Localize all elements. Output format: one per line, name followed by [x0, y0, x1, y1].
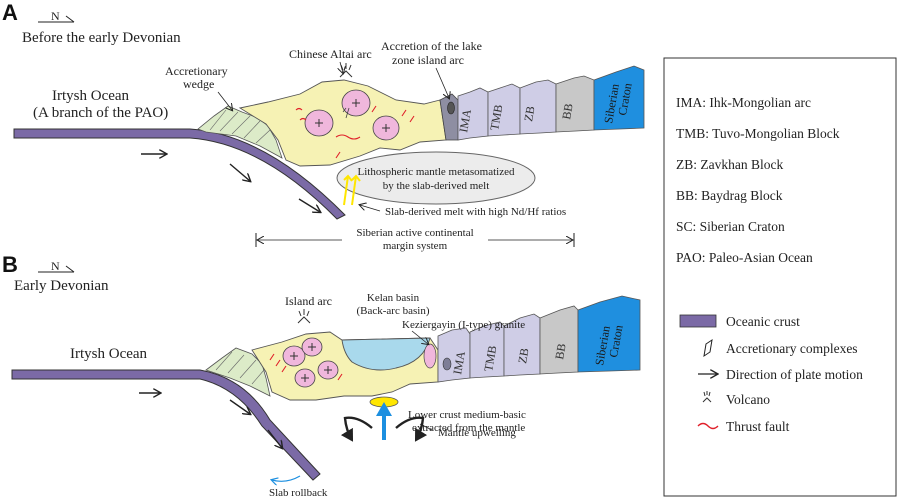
north-arrow-icon-b: N: [38, 259, 75, 273]
chinese-altai-arc-label: Chinese Altai arc: [289, 47, 372, 61]
siberian-craton-b: [577, 295, 641, 373]
accretion-leader-arrow: [435, 67, 449, 98]
legend-abbr-ima: IMA: Ihk-Mongolian arc: [676, 95, 811, 110]
upwelling-leader-line: [419, 423, 433, 431]
margin-label-1: Siberian active continental: [356, 227, 473, 239]
legend-abbr-zb: ZB: Zavkhan Block: [676, 157, 783, 172]
wedge-thrust-lines-b: [215, 351, 265, 385]
legend: IMA: Ihk-Mongolian arc TMB: Tuvo-Mongoli…: [663, 57, 897, 497]
plate-motion-arrow-a3: [298, 198, 320, 212]
volcano-icon-b: [297, 309, 311, 324]
panel-a-letter: A: [2, 0, 18, 25]
melt-leader-arrow: [360, 205, 381, 212]
oceanic-crust-slab-b: [11, 369, 321, 481]
north-label-b: N: [51, 259, 60, 273]
upwelling-arrow-icon: [376, 402, 392, 416]
panel-b: B N Early Devonian Irtysh Ocean: [2, 252, 641, 499]
plate-motion-arrow-b3: [267, 429, 282, 448]
oceanic-crust-swatch: [679, 314, 717, 328]
ima-label-b: IMA: [450, 350, 468, 376]
margin-label-2: margin system: [383, 240, 448, 252]
accretionary-complex-icon-b: [442, 357, 452, 371]
panel-a-title: Before the early Devonian: [22, 30, 181, 46]
slab-melt-arrows-icon: [343, 174, 361, 206]
slab-rollback-arrow-icon: [272, 475, 301, 481]
mantle-convection-left-icon: [340, 416, 373, 442]
mantle-convection-right-icon: [395, 416, 428, 442]
ellipse-label-1: Lithospheric mantle metasomatized: [357, 166, 515, 178]
pluton-plus-signs-b: [290, 343, 332, 382]
thrust-fault-icon: [697, 422, 719, 430]
keziergayin-granite-body: [423, 343, 437, 369]
granite-leader-arrow: [411, 330, 428, 344]
legend-plate-motion: Direction of plate motion: [726, 367, 863, 382]
island-arc-label: Island arc: [285, 294, 332, 308]
arc-leader-arrow: [340, 61, 343, 73]
arc-body-a: [238, 79, 447, 167]
kelan-basin-label-1: Kelan basin: [367, 292, 420, 304]
craton-label-a-1: Siberian: [601, 83, 622, 125]
wedge-leader-arrow: [217, 91, 232, 110]
panel-b-letter: B: [2, 252, 18, 277]
irtysh-ocean-sublabel: (A branch of the PAO): [33, 105, 168, 121]
craton-label-b-2: Craton: [606, 324, 625, 359]
granite-label: Keziergayin (I-type) granite: [402, 319, 525, 331]
irtysh-ocean-label: Irtysh Ocean: [52, 88, 130, 104]
volcano-icon: [702, 391, 712, 403]
north-arrow-icon: N: [38, 9, 75, 23]
legend-abbr-tmb: TMB: Tuvo-Mongolian Block: [676, 126, 840, 141]
craton-label-b-1: Siberian: [592, 325, 613, 367]
ellipse-label-2: by the slab-derived melt: [383, 180, 490, 192]
accretion-label-1: Accretion of the lake: [381, 39, 482, 53]
lower-crust-label-2: extracted from the mantle: [412, 422, 525, 434]
panel-b-title: Early Devonian: [14, 278, 109, 294]
kelan-basin-label-2: (Back-arc basin): [357, 305, 430, 317]
thrust-faults-a: [295, 105, 415, 159]
slab-rollback-label: Slab rollback: [269, 487, 328, 499]
accretionary-wedge-label-1: Accretionary: [165, 64, 228, 78]
kelan-basin: [341, 337, 431, 371]
accretionary-wedge-b: [205, 347, 271, 397]
craton-label-a-2: Craton: [615, 82, 634, 117]
oceanic-crust-slab-a: [13, 128, 346, 220]
zb-label-b: ZB: [515, 347, 531, 365]
ima-label-a: IMA: [456, 108, 474, 134]
legend-volcano: Volcano: [726, 392, 770, 407]
tmb-label-a: TMB: [487, 103, 505, 131]
pluton-plus-signs-a: [315, 99, 390, 132]
siberian-craton-a: [593, 65, 645, 131]
irtysh-ocean-label-b: Irtysh Ocean: [70, 346, 148, 362]
legend-abbr-bb: BB: Baydrag Block: [676, 188, 783, 203]
accretionary-wedge-label-2: wedge: [183, 77, 214, 91]
bb-label-a: BB: [559, 102, 576, 120]
thrust-faults-b: [269, 353, 343, 381]
accretionary-complex-icon-a: [447, 101, 455, 115]
lithospheric-mantle-ellipse: [336, 151, 536, 205]
legend-abbr-pao: PAO: Paleo-Asian Ocean: [676, 250, 813, 265]
legend-thrust-fault: Thrust fault: [726, 419, 790, 434]
slab-melt-label: Slab-derived melt with high Nd/Hf ratios: [385, 206, 566, 218]
lower-crust-label-1: Lower crust medium-basic: [408, 409, 526, 421]
accretion-label-2: zone island arc: [392, 53, 464, 67]
tmb-label-b: TMB: [481, 344, 499, 372]
plate-motion-arrow-b2: [229, 399, 250, 414]
mantle-upwelling-label: Mantle upwelling: [438, 427, 516, 439]
north-label: N: [51, 9, 60, 23]
zb-label-a: ZB: [521, 105, 537, 123]
legend-oceanic-crust: Oceanic crust: [726, 314, 800, 329]
bb-label-b: BB: [552, 342, 569, 360]
wedge-thrust-lines: [209, 109, 271, 144]
legend-abbr-sc: SC: Siberian Craton: [676, 219, 785, 234]
block-bb-b: [539, 305, 579, 375]
legend-accretionary-complexes: Accretionary complexes: [726, 341, 858, 356]
plate-motion-arrow-a2: [229, 163, 250, 181]
accretionary-complex-icon: [703, 338, 713, 358]
panel-a: A N Before the early Devonian Irtysh Oce…: [2, 0, 645, 252]
